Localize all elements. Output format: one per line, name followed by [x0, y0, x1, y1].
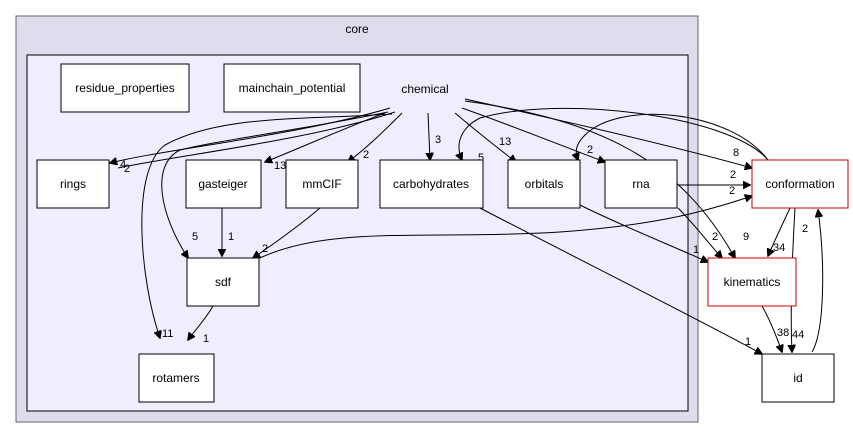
node-residue-properties-label: residue_properties — [75, 81, 174, 95]
label-chem-rotamers: 11 — [162, 328, 173, 340]
label-chem-mmcif: 2 — [363, 149, 369, 161]
node-carbohydrates-label: carbohydrates — [393, 177, 469, 191]
label-rna-conformation: 2 — [730, 169, 736, 181]
edge-id-conformation — [811, 210, 824, 353]
edge-labels: 2 4 13 2 3 13 2 8 9 5 11 5 1 2 1 2 2 2 1… — [120, 134, 808, 348]
node-rna[interactable]: rna — [604, 159, 678, 209]
label-orbitals-kinematics: 1 — [693, 244, 699, 256]
edge-conformation-kinematics — [768, 207, 791, 256]
label-mmcif-sdf: 2 — [262, 243, 268, 255]
node-rotamers-label: rotamers — [152, 371, 199, 385]
edge-chemical-rna — [461, 107, 605, 162]
edge-chemical-carbohydrates — [428, 112, 430, 160]
edge-chemical-kinematics — [464, 100, 735, 258]
node-conformation[interactable]: conformation — [751, 159, 849, 209]
label-chem-sdf: 5 — [192, 231, 198, 243]
edges — [110, 98, 824, 354]
node-sdf[interactable]: sdf — [186, 257, 260, 307]
label-chem-carbohydrates: 3 — [435, 134, 441, 146]
label-chem-rna: 2 — [587, 144, 593, 156]
node-mmcif[interactable]: mmCIF — [285, 159, 359, 209]
node-sdf-label: sdf — [215, 275, 232, 289]
label-sdf-rotamers: 1 — [203, 333, 209, 345]
label-chem-rings-a: 2 — [124, 163, 130, 175]
node-orbitals-label: orbitals — [525, 177, 564, 191]
edge-chemical-orbitals — [454, 112, 516, 162]
edge-orbitals-kinematics — [579, 204, 708, 262]
node-mmcif-label: mmCIF — [302, 177, 341, 191]
node-id-label: id — [793, 371, 802, 385]
label-chem-kinematics: 9 — [743, 231, 749, 243]
edge-mmcif-sdf — [253, 207, 321, 258]
chemical-cluster-label: chemical — [401, 82, 448, 96]
node-gasteiger-label: gasteiger — [198, 177, 247, 191]
label-kinematics-id: 38 — [777, 327, 789, 339]
edge-chemical-mmcif — [348, 112, 403, 162]
label-gasteiger-sdf: 1 — [228, 231, 234, 243]
label-chem-conformation: 8 — [733, 147, 739, 159]
node-residue-properties[interactable]: residue_properties — [60, 63, 190, 113]
label-chem-orbitals: 13 — [499, 136, 511, 148]
node-kinematics[interactable]: kinematics — [707, 257, 797, 307]
node-gasteiger[interactable]: gasteiger — [185, 159, 262, 209]
core-cluster-label: core — [345, 22, 369, 36]
label-conformation-kinematics: 34 — [773, 242, 785, 254]
edge-conformation-orbitals — [576, 113, 769, 160]
node-rings-label: rings — [60, 177, 86, 191]
edge-chemical-rotamers — [141, 113, 393, 338]
edge-chemical-sdf — [161, 111, 389, 258]
edge-sdf-rotamers — [188, 305, 214, 340]
edge-conformation-carbohydrates — [459, 107, 769, 160]
edge-rna-kinematics — [677, 207, 722, 258]
node-rings[interactable]: rings — [36, 159, 110, 209]
chemical-cluster — [26, 54, 689, 412]
label-id-conformation: 2 — [802, 223, 808, 235]
label-carbohydrates-id: 1 — [745, 336, 751, 348]
node-orbitals[interactable]: orbitals — [507, 159, 581, 209]
label-chem-rings-b: 4 — [120, 159, 126, 171]
node-mainchain-potential-label: mainchain_potential — [239, 81, 346, 95]
edge-carbohydrates-id — [479, 207, 762, 354]
edge-kinematics-id — [761, 305, 782, 352]
node-rna-label: rna — [632, 177, 650, 191]
label-chem-gasteiger: 13 — [274, 160, 286, 172]
node-kinematics-label: kinematics — [724, 275, 781, 289]
node-conformation-label: conformation — [765, 177, 834, 191]
label-rna-kinematics: 2 — [712, 231, 718, 243]
edge-sdf-conformation — [259, 196, 752, 259]
edge-chemical-rings — [110, 107, 391, 163]
label-sdf-conformation: 2 — [729, 185, 735, 197]
node-rotamers[interactable]: rotamers — [138, 353, 215, 403]
label-conf-carbohydrates: 5 — [478, 152, 484, 164]
node-carbohydrates[interactable]: carbohydrates — [379, 159, 484, 209]
node-mainchain-potential[interactable]: mainchain_potential — [223, 63, 361, 113]
label-conformation-id: 44 — [792, 329, 804, 341]
edge-chemical-gasteiger — [265, 112, 386, 162]
node-id[interactable]: id — [761, 353, 835, 403]
